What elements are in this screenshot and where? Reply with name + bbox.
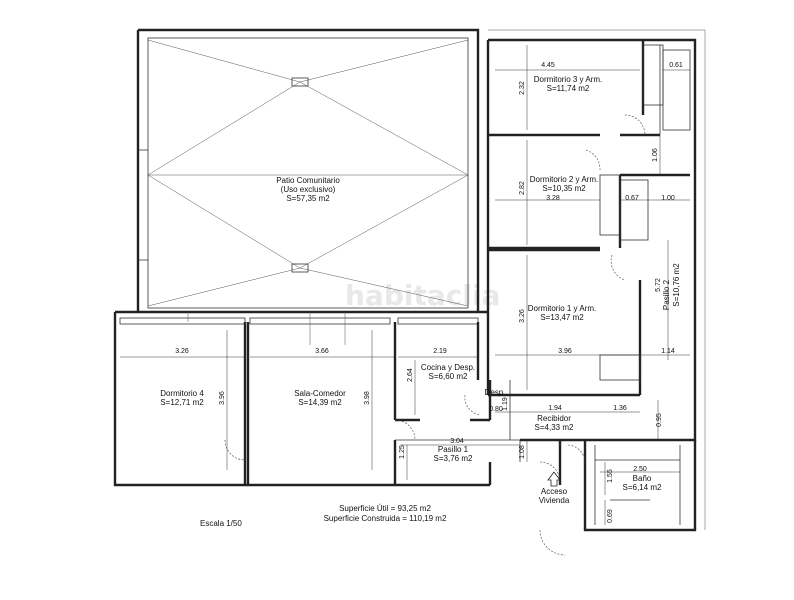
dimension-lines	[120, 45, 690, 525]
dim-282: 2.82	[519, 181, 526, 195]
dormitorio2-label: Dormitorio 2 y Arm.	[530, 175, 598, 184]
dim-095: 0.95	[656, 413, 663, 427]
sala-area: S=14,39 m2	[298, 398, 342, 407]
dormitorio3-label: Dormitorio 3 y Arm.	[534, 75, 602, 84]
dim-114: 1.14	[661, 348, 675, 355]
superficie-construida: Superficie Construida = 110,19 m2	[324, 514, 447, 523]
bano-label: Baño	[633, 474, 652, 483]
bano-area: S=6,14 m2	[623, 483, 662, 492]
dim-304: 3.04	[450, 438, 464, 445]
acceso-label-line2: Vivienda	[539, 496, 570, 505]
dormitorio4-label: Dormitorio 4	[160, 389, 204, 398]
dim-100: 1.00	[661, 195, 675, 202]
dim-108: 1.08	[519, 445, 526, 459]
patio-area	[136, 28, 480, 312]
dim-136: 1.36	[613, 405, 627, 412]
dim-194: 1.94	[548, 405, 562, 412]
dormitorio3-area: S=11,74 m2	[547, 84, 590, 93]
door-swings	[224, 114, 646, 556]
dim-572: 5.72	[655, 278, 662, 292]
dim-396b: 3.96	[219, 391, 226, 405]
dim-366: 3.66	[315, 348, 329, 355]
dim-125: 1.25	[399, 445, 406, 459]
dim-326a: 3.26	[519, 309, 526, 323]
dim-232: 2.32	[519, 81, 526, 95]
pasillo2-area: S=10,76 m2	[672, 263, 681, 307]
dim-080: 0.80	[489, 406, 503, 413]
pasillo1-label: Pasillo 1	[438, 445, 469, 454]
patio-label: Patio Comunitario	[276, 176, 340, 185]
dim-067: 0.67	[625, 195, 639, 202]
dormitorio4-area: S=12,71 m2	[160, 398, 204, 407]
superficie-util: Superficie Útil = 93,25 m2	[339, 504, 431, 513]
dim-069: 0.69	[607, 509, 614, 523]
desp-label: Desp.	[485, 388, 506, 397]
dim-398: 3.98	[364, 391, 371, 405]
dim-061: 0.61	[669, 62, 683, 69]
dormitorio2-area: S=10,35 m2	[542, 184, 586, 193]
interior-walls	[119, 40, 691, 525]
dormitorio1-label: Dormitorio 1 y Arm.	[528, 304, 596, 313]
entrance-arrow-icon	[547, 471, 561, 487]
sala-label: Sala-Comedor	[294, 389, 346, 398]
scale-label: Escala 1/50	[200, 519, 242, 528]
cocina-label: Cocina y Desp.	[421, 363, 475, 372]
pasillo1-area: S=3,76 m2	[434, 454, 473, 463]
dim-264: 2.64	[407, 368, 414, 382]
dim-445: 4.45	[541, 62, 555, 69]
dormitorio1-area: S=13,47 m2	[540, 313, 584, 322]
recibidor-area: S=4,33 m2	[535, 423, 574, 432]
pasillo2-label: Pasillo 2	[662, 279, 671, 310]
cocina-area: S=6,60 m2	[429, 372, 468, 381]
watermark-text: habitaclia	[345, 279, 500, 312]
dim-396a: 3.96	[558, 348, 572, 355]
acceso-label-line1: Acceso	[541, 487, 568, 496]
patio-area-text: S=57,35 m2	[286, 194, 330, 203]
dim-250: 2.50	[633, 466, 647, 473]
recibidor-label: Recibidor	[537, 414, 571, 423]
dim-326b: 3.26	[175, 348, 189, 355]
patio-note: (Uso exclusivo)	[281, 185, 336, 194]
exterior-walls	[113, 29, 706, 532]
dim-328: 3.28	[546, 195, 560, 202]
dim-106: 1.06	[652, 148, 659, 162]
dim-119: 1.19	[502, 397, 509, 411]
dim-155: 1.55	[607, 469, 614, 483]
dim-219: 2.19	[433, 348, 447, 355]
